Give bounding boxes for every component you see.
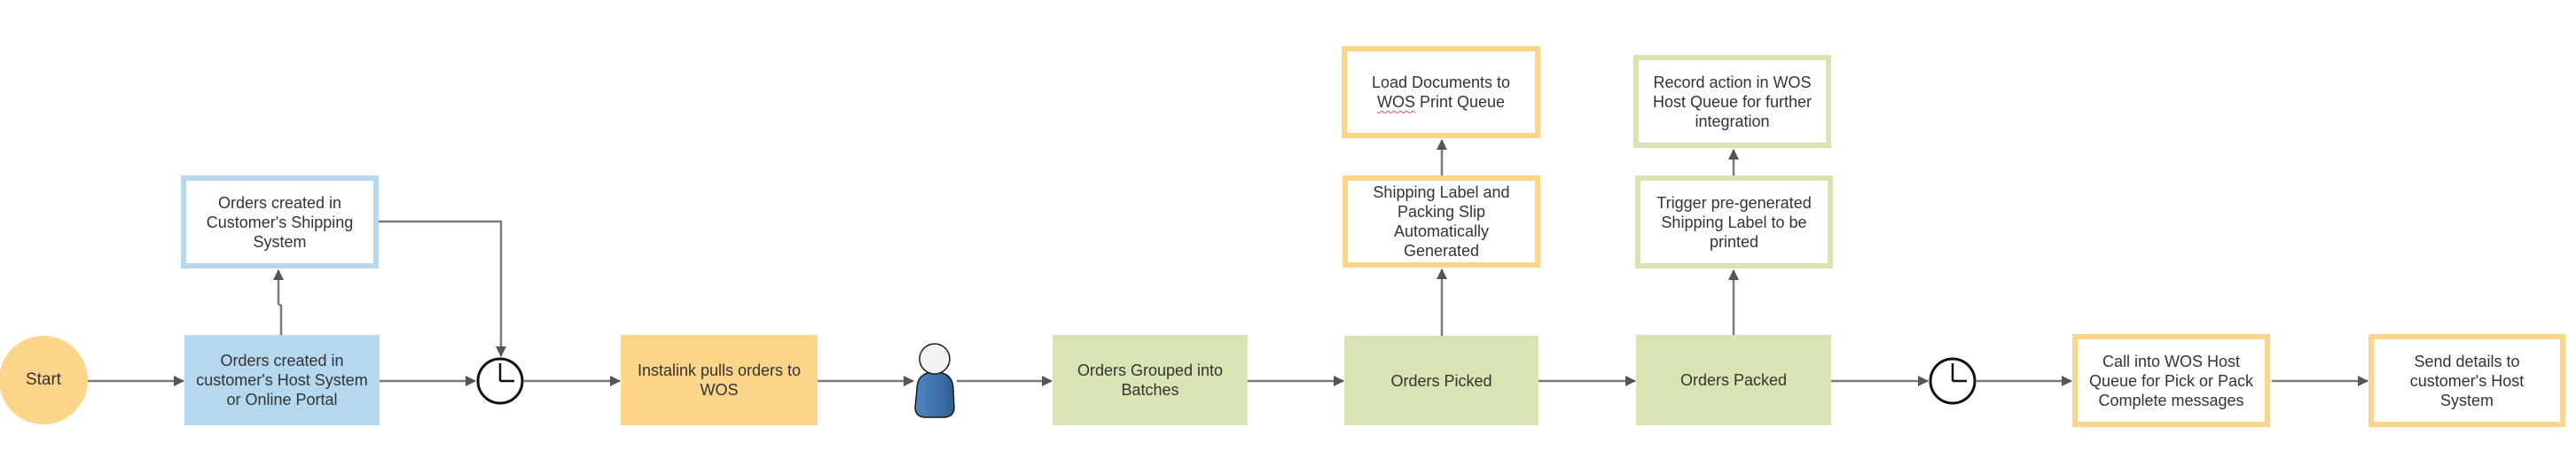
load-docs-label-line1: Load Documents to — [1371, 74, 1511, 91]
call-host-queue-label: Call into WOS Host Queue for Pick or Pac… — [2088, 352, 2254, 409]
grouped-label: Orders Grouped into Batches — [1077, 362, 1224, 399]
packed-label: Orders Packed — [1679, 371, 1788, 389]
grouped-node[interactable]: Orders Grouped into Batches — [1053, 335, 1248, 425]
trigger-label-label: Trigger pre-generated Shipping Label to … — [1656, 193, 1812, 251]
record-action-label: Record action in WOS Host Queue for furt… — [1652, 73, 1813, 130]
load-docs-label: Load Documents to WOS Print Queue — [1372, 73, 1510, 112]
trigger-label-node[interactable]: Trigger pre-generated Shipping Label to … — [1635, 175, 1833, 268]
load-docs-label-line2: Print Queue — [1414, 93, 1506, 111]
shipping-orders-label: Orders created in Customer's Shipping Sy… — [206, 193, 354, 251]
picked-label: Orders Picked — [1390, 371, 1492, 390]
spellcheck-flagged-word: WOS — [1376, 93, 1415, 111]
label-generated-label: Shipping Label and Packing Slip Automati… — [1373, 183, 1510, 260]
clock-icon — [476, 357, 524, 405]
edge-shipping-orders-to-timer1 — [379, 220, 506, 357]
start-label: Start — [25, 370, 62, 389]
host-orders-node[interactable]: Orders created in customer's Host System… — [184, 335, 380, 425]
clock-icon — [1929, 357, 1977, 405]
picked-node[interactable]: Orders Picked — [1344, 336, 1539, 425]
call-host-queue-node[interactable]: Call into WOS Host Queue for Pick or Pac… — [2072, 334, 2270, 427]
host-orders-label: Orders created in customer's Host System… — [196, 352, 368, 408]
shipping-orders-node[interactable]: Orders created in Customer's Shipping Sy… — [181, 175, 379, 268]
instalink-node[interactable]: Instalink pulls orders to WOS — [621, 335, 818, 425]
person-icon — [914, 343, 955, 418]
record-action-node[interactable]: Record action in WOS Host Queue for furt… — [1633, 55, 1831, 148]
send-details-node[interactable]: Send details to customer's Host System — [2369, 334, 2565, 427]
start-node[interactable]: Start — [0, 336, 88, 424]
edge-host-orders-to-shipping-orders — [273, 269, 284, 335]
send-details-label: Send details to customer's Host System — [2409, 352, 2525, 409]
instalink-label: Instalink pulls orders to WOS — [637, 362, 802, 399]
packed-node[interactable]: Orders Packed — [1636, 335, 1831, 425]
label-generated-node[interactable]: Shipping Label and Packing Slip Automati… — [1343, 175, 1540, 268]
load-docs-node[interactable]: Load Documents to WOS Print Queue — [1342, 46, 1540, 138]
